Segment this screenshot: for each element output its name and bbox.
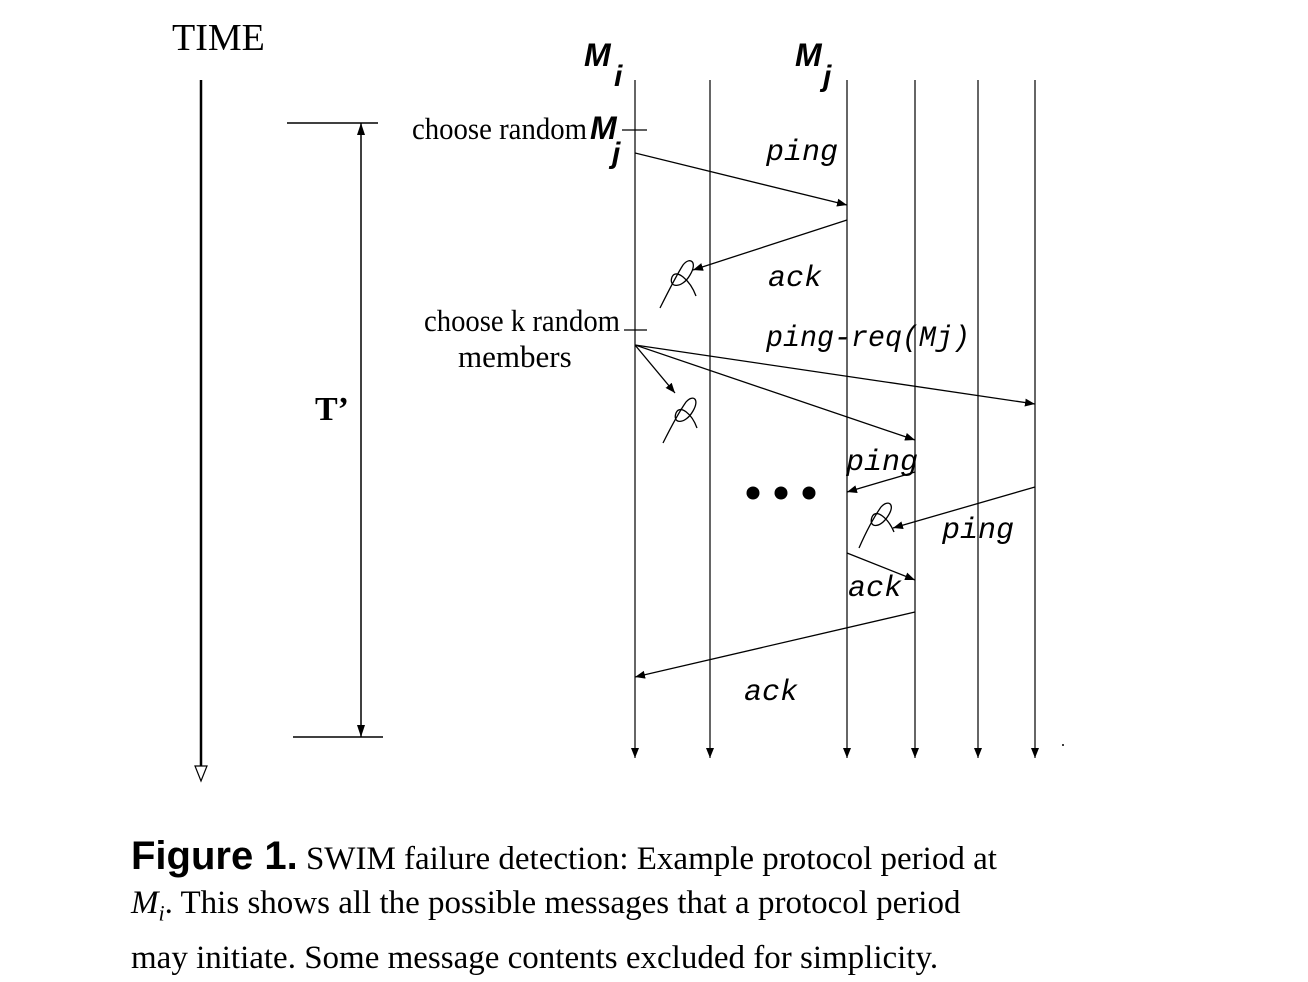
message-label-ping-indirect-b: ping — [941, 514, 1014, 548]
message-label-ping-indirect-a: ping — [845, 446, 918, 480]
arrow-ping-direct — [634, 152, 848, 207]
caption-line-2: Mi. This shows all the possible messages… — [131, 881, 1111, 936]
arrow-ping-req-member-4 — [634, 344, 916, 441]
label-member-i: M i — [584, 37, 623, 93]
arrow-ping-indirect-b — [892, 486, 1036, 530]
member-timelines — [631, 80, 1039, 758]
svg-text:M: M — [584, 37, 612, 73]
annotation-choose-random-member: M j — [590, 110, 621, 170]
arrow-ack-final — [634, 611, 916, 679]
arrow-ping-indirect-a — [846, 471, 916, 494]
svg-text:j: j — [608, 137, 621, 170]
stray-dot — [1062, 744, 1064, 746]
svg-text:i: i — [614, 60, 623, 93]
period-label: T’ — [315, 391, 349, 428]
loss-mark-ping-req — [662, 397, 698, 444]
swim-protocol-diagram: TIME T’ M i M j choose random M j choose… — [172, 17, 1064, 783]
time-label: TIME — [172, 17, 265, 59]
caption-line-3: may initiate. Some message contents excl… — [131, 939, 939, 976]
caption-line-2-text: . This shows all the possible messages t… — [164, 885, 961, 921]
arrow-ack-indirect — [846, 552, 916, 581]
message-arrows — [634, 152, 1036, 679]
loss-marks — [659, 260, 895, 549]
svg-text:j: j — [819, 60, 832, 93]
annotation-choose-k-line1: choose k random — [424, 303, 620, 338]
figure-label: Figure 1. — [131, 834, 298, 878]
arrow-ping-req-lost — [634, 344, 676, 394]
message-label-ack-indirect: ack — [848, 572, 902, 606]
message-label-ack-direct: ack — [768, 262, 822, 296]
message-label-ack-final: ack — [744, 676, 798, 710]
figure-caption: Figure 1. SWIM failure detection: Exampl… — [131, 834, 1111, 980]
loss-mark-ack — [659, 260, 697, 309]
label-member-j: M j — [795, 37, 832, 93]
annotation-choose-k-line2: members — [458, 339, 572, 374]
ellipsis-dots — [746, 486, 816, 500]
arrow-ping-req-member-6 — [634, 344, 1036, 407]
caption-line-1: Figure 1. SWIM failure detection: Exampl… — [131, 834, 1111, 881]
annotation-choose-random: choose random — [412, 111, 587, 146]
svg-text:M: M — [795, 37, 823, 73]
caption-line-1-text: SWIM failure detection: Example protocol… — [305, 841, 997, 877]
caption-math-var: Mi — [131, 885, 165, 926]
arrow-ack-direct — [692, 219, 848, 271]
loss-mark-indirect — [858, 502, 895, 549]
message-label-ping-req: ping-req(Mj) — [765, 322, 970, 356]
svg-text:M: M — [590, 110, 618, 146]
message-label-ping-direct: ping — [765, 136, 838, 170]
time-axis-arrowhead — [194, 765, 208, 783]
period-bracket — [287, 122, 383, 738]
